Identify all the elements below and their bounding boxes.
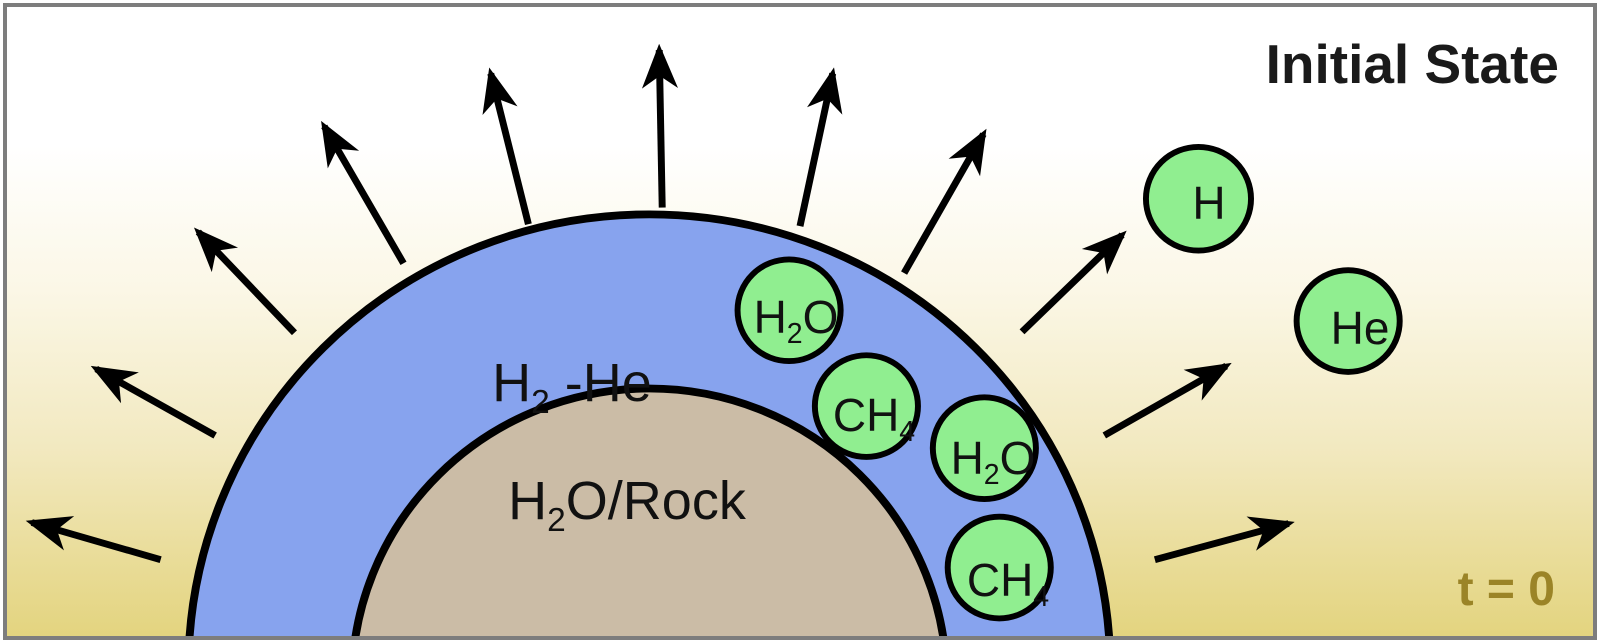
escape-arrow [641, 43, 679, 208]
escape-arrow [321, 120, 407, 265]
molecule-label: He [1330, 302, 1390, 354]
escape-arrow [1102, 362, 1232, 439]
molecule-label: CH4 [966, 554, 1050, 614]
escape-arrow [482, 67, 532, 225]
molecule-label: H2O [753, 291, 839, 351]
molecule-label: H [1192, 177, 1226, 229]
escape-arrow [901, 128, 987, 275]
molecule-circle [944, 513, 1054, 622]
time-label: t = 0 [1457, 563, 1555, 616]
layer-label-core: H2O/Rock [508, 471, 746, 539]
escape-arrow [25, 516, 162, 563]
escape-arrow [90, 365, 217, 439]
diagram-title: Initial State [1265, 33, 1559, 95]
molecule-circle [811, 352, 921, 460]
layer-label-atmosphere: H2 -He [492, 353, 652, 421]
molecule-circle [1142, 143, 1254, 254]
molecule-label: CH4 [832, 389, 916, 449]
molecule-circle [734, 256, 844, 365]
molecule-circle [929, 394, 1039, 502]
escape-arrow [796, 67, 843, 227]
molecule-label: H2O [950, 432, 1036, 492]
escape-arrow [1153, 516, 1295, 564]
planet-diagram [25, 43, 1403, 636]
molecule-circle [1293, 267, 1403, 375]
planet-core [351, 384, 947, 636]
escape-arrow [193, 227, 297, 336]
escape-arrow [1019, 230, 1127, 335]
